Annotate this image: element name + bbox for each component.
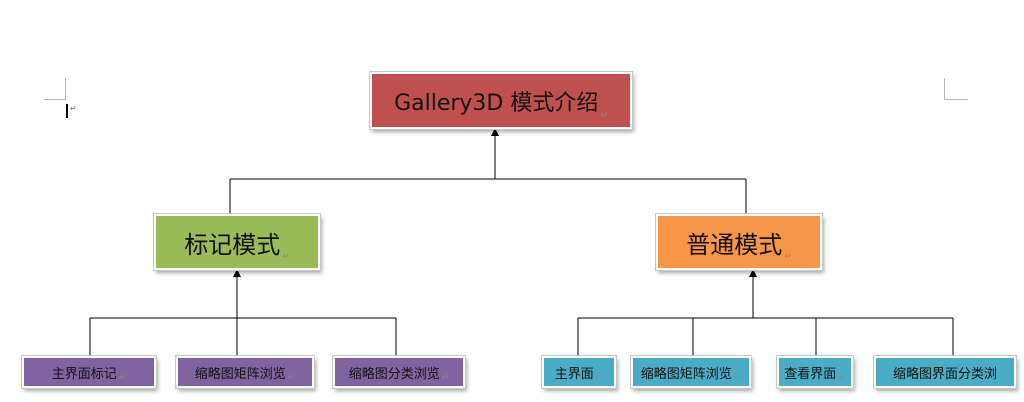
- leaf-node-thumbnail-matrix[interactable]: 缩略图矩阵浏览 ↵: [630, 355, 752, 389]
- crop-mark-top-right-horizontal: [944, 99, 968, 100]
- root-node[interactable]: Gallery3D 模式介绍 ↵: [369, 71, 633, 130]
- crop-mark-top-left-horizontal: [44, 99, 66, 100]
- paragraph-mark: ↵: [118, 373, 127, 383]
- leaf-node-main-mark[interactable]: 主界面标记 ↵: [21, 355, 157, 389]
- leaf-node-thumbnail-category[interactable]: 缩略图分类浏览 ↵: [332, 355, 466, 389]
- paragraph-mark: ↵: [733, 373, 742, 383]
- leaf-node-main[interactable]: 主界面 ↵: [541, 355, 617, 389]
- paragraph-mark: ↵: [600, 111, 608, 121]
- leaf-node-label: 主界面: [554, 366, 594, 382]
- root-node-label: Gallery3D 模式介绍: [394, 90, 599, 116]
- branch-node-normal-mode[interactable]: 普通模式 ↵: [655, 213, 823, 271]
- leaf-node-view[interactable]: 查看界面 ↵: [776, 355, 854, 389]
- branch-node-mark-mode[interactable]: 标记模式 ↵: [153, 213, 321, 271]
- leaf-node-label: 缩略图界面分类浏: [892, 366, 997, 382]
- paragraph-mark: ↵: [282, 252, 290, 262]
- leaf-node-label: 缩略图矩阵浏览: [194, 366, 286, 382]
- paragraph-mark: ↵: [287, 373, 296, 383]
- leaf-node-thumbnail-category[interactable]: 缩略图界面分类浏: [873, 355, 1017, 389]
- leaf-node-thumbnail-matrix[interactable]: 缩略图矩阵浏览 ↵: [175, 355, 315, 389]
- leaf-node-label: 主界面标记: [51, 366, 117, 382]
- crop-mark-top-right-vertical: [944, 78, 945, 100]
- branch-node-label: 普通模式: [686, 230, 783, 259]
- crop-mark-top-left-vertical: [65, 78, 66, 100]
- leaf-node-label: 缩略图矩阵浏览: [640, 366, 732, 382]
- paragraph-mark: ↵: [595, 373, 604, 383]
- cursor-paragraph-mark: ↵: [70, 104, 77, 113]
- leaf-node-label: 缩略图分类浏览: [348, 366, 440, 382]
- leaf-node-label: 查看界面: [784, 366, 837, 382]
- paragraph-mark: ↵: [838, 373, 846, 383]
- text-cursor: [66, 104, 68, 118]
- branch-node-label: 标记模式: [184, 230, 281, 259]
- paragraph-mark: ↵: [441, 373, 450, 383]
- paragraph-mark: ↵: [784, 252, 792, 262]
